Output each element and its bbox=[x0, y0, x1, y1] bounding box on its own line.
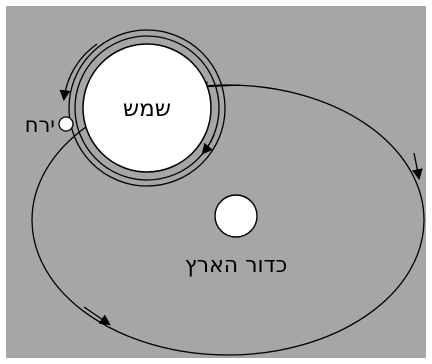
small-orbit-arrow-left bbox=[59, 43, 98, 102]
earth-body bbox=[214, 194, 258, 238]
moon-body bbox=[58, 116, 74, 132]
small-orbit-arrow-right bbox=[201, 134, 215, 155]
small-orbit-inner bbox=[74, 35, 220, 181]
large-orbit-arrow-right bbox=[411, 152, 423, 181]
sun-body bbox=[82, 43, 212, 173]
large-orbit-arrow-bottom bbox=[83, 306, 111, 326]
moon-label: ירח bbox=[25, 113, 55, 137]
earth-label: כדור הארץ bbox=[185, 253, 287, 278]
diagram-background bbox=[6, 6, 426, 358]
small-orbit-outer bbox=[68, 29, 226, 187]
sun-label: שמש bbox=[123, 96, 171, 122]
